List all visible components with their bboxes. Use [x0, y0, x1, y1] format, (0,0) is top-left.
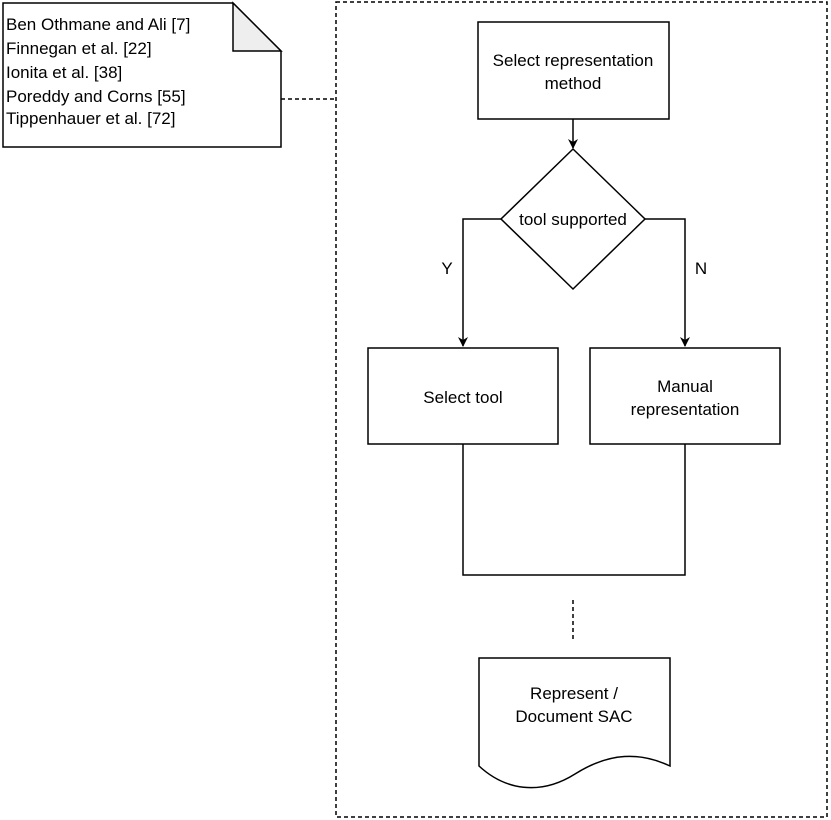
note-line-1: Ben Othmane and Ali [7]	[6, 15, 190, 34]
manual-representation-line-1: Manual	[657, 377, 713, 396]
document-line-1: Represent /	[530, 684, 618, 703]
select-tool-step: Select tool	[367, 347, 559, 445]
reference-note: Ben Othmane and Ali [7] Finnegan et al. …	[2, 1, 283, 148]
arrow-no-branch	[645, 218, 690, 347]
select-representation-line-1: Select representation	[493, 51, 654, 70]
arrow-yes-branch	[458, 218, 501, 347]
select-representation-box	[477, 21, 670, 120]
note-line-5: Tippenhauer et al. [72]	[6, 109, 176, 128]
manual-representation-step: Manual representation	[589, 347, 781, 445]
yes-label: Y	[441, 259, 452, 278]
select-tool-label: Select tool	[423, 388, 502, 407]
document-line-2: Document SAC	[515, 707, 632, 726]
no-label: N	[695, 259, 707, 278]
select-tool-box	[367, 347, 559, 445]
manual-representation-box	[589, 347, 781, 445]
note-line-2: Finnegan et al. [22]	[6, 39, 152, 58]
select-representation-line-2: method	[545, 74, 602, 93]
note-body	[2, 2, 282, 148]
decision-diamond	[499, 147, 647, 291]
document-shape	[478, 657, 671, 789]
note-fold	[232, 1, 283, 52]
represent-document-step: Represent / Document SAC	[478, 657, 671, 789]
select-representation-step: Select representation method	[477, 21, 670, 120]
tool-supported-decision: tool supported	[499, 147, 647, 291]
process-container	[335, 1, 828, 818]
merge-connector	[462, 444, 686, 576]
decision-label: tool supported	[519, 210, 627, 229]
manual-representation-line-2: representation	[631, 400, 740, 419]
note-line-4: Poreddy and Corns [55]	[6, 87, 186, 106]
note-line-3: Ionita et al. [38]	[6, 63, 122, 82]
